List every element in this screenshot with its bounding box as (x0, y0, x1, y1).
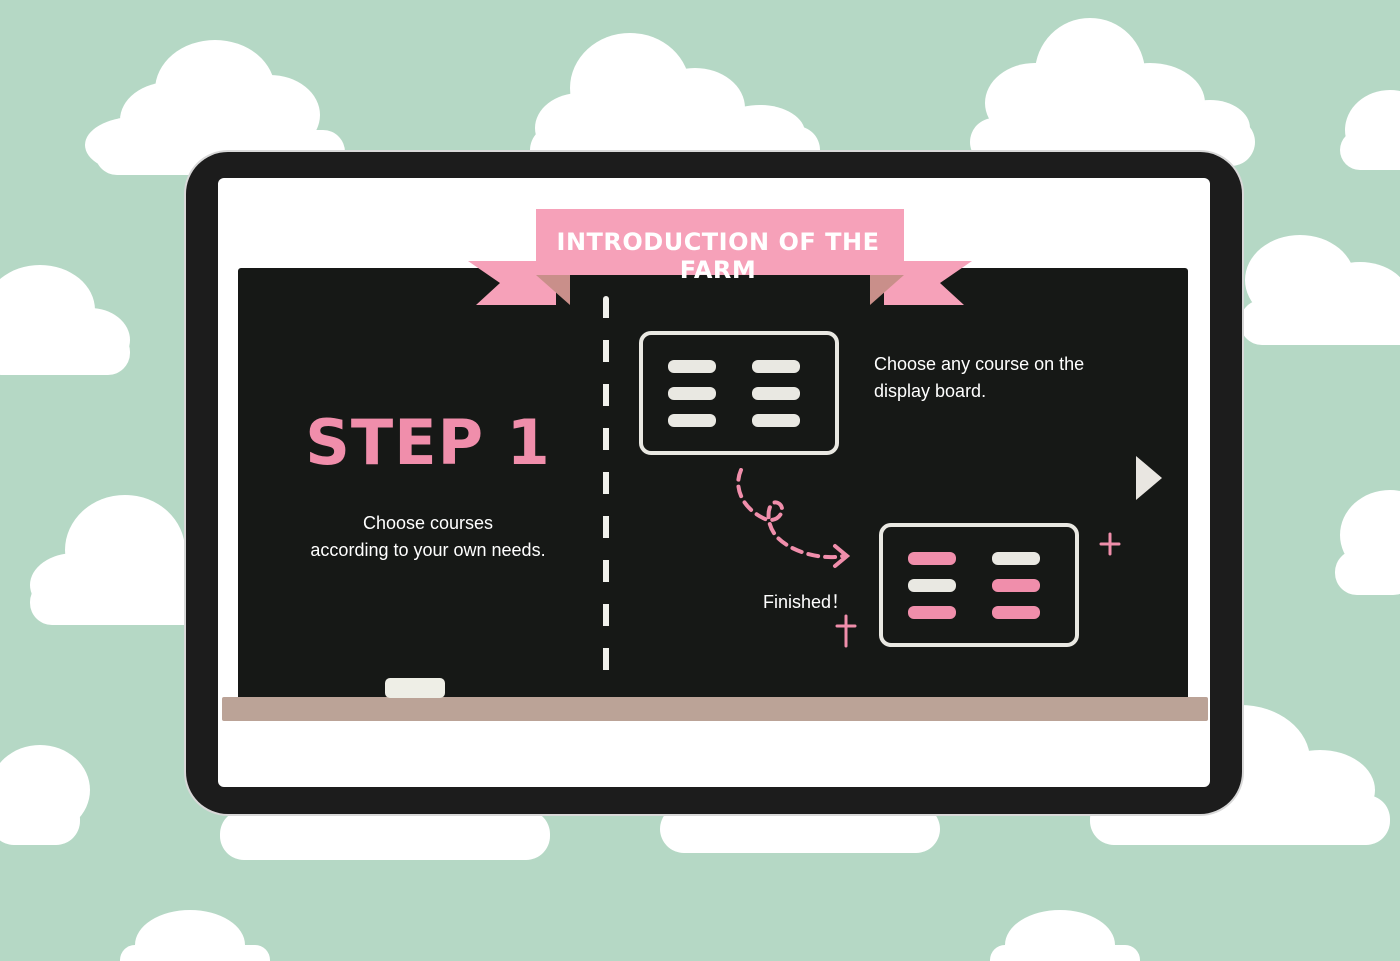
slide-screen: STEP 1 Choose courses according to your … (218, 178, 1210, 787)
course-slot-selected (992, 606, 1040, 619)
cloud (1240, 235, 1400, 345)
step-title: STEP 1 (305, 406, 551, 479)
course-slot (752, 360, 800, 373)
triangle-right-icon (1136, 456, 1162, 500)
course-slot (668, 387, 716, 400)
ribbon-right-fold (870, 275, 904, 305)
cloud (1335, 490, 1400, 595)
ribbon-body (536, 209, 904, 275)
banner-title: INTRODUCTION OF THE FARM (556, 228, 880, 284)
ribbon-right-tail (884, 261, 972, 305)
display-board-finished (879, 523, 1079, 647)
course-slot (668, 360, 716, 373)
step-description-line: Choose courses (362, 513, 494, 533)
finished-label: Finished！ (763, 592, 850, 612)
ribbon-banner (468, 209, 972, 305)
ribbon-left-fold (536, 275, 570, 305)
cloud (85, 40, 345, 175)
step-description-line: according to your own needs. (310, 540, 546, 560)
course-instruction: Choose any course on the display board. (874, 351, 1164, 405)
cloud (970, 18, 1255, 166)
chalk-piece (385, 678, 445, 698)
cloud (990, 910, 1140, 961)
cloud (1340, 90, 1400, 170)
course-slot (752, 387, 800, 400)
curly-arrow-icon (736, 468, 851, 568)
sparkle-icon (1099, 532, 1121, 556)
step-description: Choose courses according to your own nee… (238, 510, 618, 564)
course-slot-selected (992, 579, 1040, 592)
display-board-empty (639, 331, 839, 455)
course-slot (668, 414, 716, 427)
course-slot (908, 579, 956, 592)
course-slot (752, 414, 800, 427)
next-slide-button[interactable] (1134, 454, 1164, 502)
course-slot-selected (908, 552, 956, 565)
cloud (120, 910, 270, 961)
ribbon-left-tail (468, 261, 556, 305)
course-instruction-line: display board. (874, 381, 987, 401)
course-instruction-line: Choose any course on the (874, 354, 1085, 374)
cloud (0, 745, 90, 845)
sparkle-icon (835, 614, 857, 648)
course-slot (992, 552, 1040, 565)
chalkboard (238, 268, 1188, 700)
cloud (0, 265, 130, 375)
chalk-divider (603, 296, 609, 686)
chalk-ledge (222, 697, 1208, 721)
course-slot-selected (908, 606, 956, 619)
